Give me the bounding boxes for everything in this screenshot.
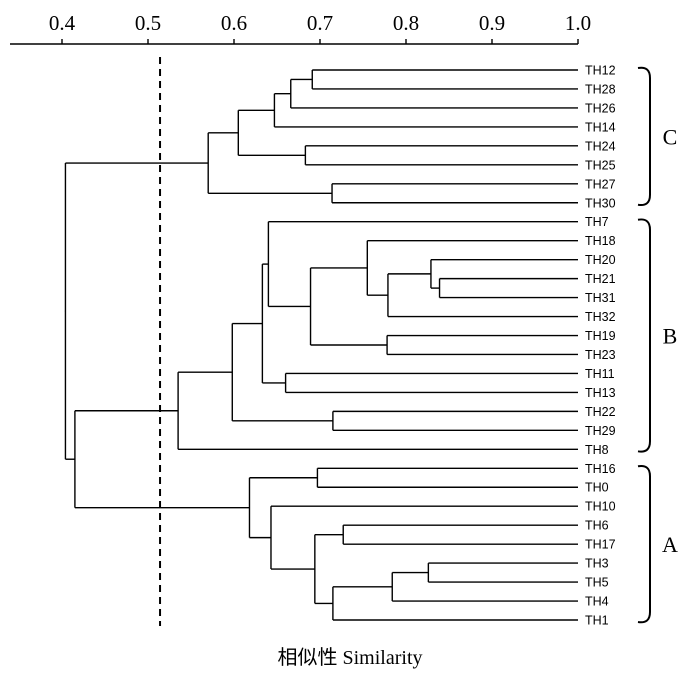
leaf-label: TH8 (585, 443, 609, 457)
x-tick-label: 0.9 (479, 11, 505, 35)
leaf-label: TH29 (585, 424, 616, 438)
group-bracket (637, 66, 651, 207)
group-bracket (637, 218, 651, 453)
leaf-label: TH13 (585, 386, 616, 400)
x-axis-title: 相似性 Similarity (278, 646, 423, 669)
x-tick-label: 0.8 (393, 11, 419, 35)
leaf-label: TH23 (585, 348, 616, 362)
leaf-label: TH1 (585, 614, 609, 628)
leaf-label: TH10 (585, 500, 616, 514)
leaf-label: TH20 (585, 253, 616, 267)
leaf-label: TH22 (585, 405, 616, 419)
leaf-label: TH7 (585, 215, 609, 229)
leaf-label: TH16 (585, 462, 616, 476)
leaf-label: TH32 (585, 310, 616, 324)
leaf-label: TH28 (585, 82, 616, 96)
leaf-label: TH3 (585, 557, 609, 571)
leaf-label: TH18 (585, 234, 616, 248)
leaf-label: TH17 (585, 538, 616, 552)
leaf-label: TH26 (585, 101, 616, 115)
x-tick-label: 0.5 (135, 11, 161, 35)
group-bracket (637, 464, 651, 624)
leaf-label: TH11 (585, 367, 615, 381)
leaf-label: TH30 (585, 196, 616, 210)
x-tick-label: 0.6 (221, 11, 247, 35)
leaf-label: TH25 (585, 158, 616, 172)
leaf-label: TH4 (585, 595, 609, 609)
x-tick-label: 0.7 (307, 11, 333, 35)
group-label: C (663, 124, 678, 149)
leaf-label: TH12 (585, 64, 616, 78)
leaf-label: TH21 (585, 272, 616, 286)
leaf-label: TH24 (585, 139, 616, 153)
leaf-label: TH27 (585, 177, 616, 191)
leaf-label: TH0 (585, 481, 609, 495)
group-label: B (663, 324, 678, 349)
leaf-label: TH5 (585, 576, 609, 590)
leaf-label: TH19 (585, 329, 616, 343)
group-label: A (662, 532, 678, 557)
x-tick-label: 1.0 (565, 11, 591, 35)
leaf-label: TH31 (585, 291, 616, 305)
leaf-label: TH6 (585, 519, 609, 533)
leaf-label: TH14 (585, 120, 616, 134)
x-tick-label: 0.4 (49, 11, 76, 35)
